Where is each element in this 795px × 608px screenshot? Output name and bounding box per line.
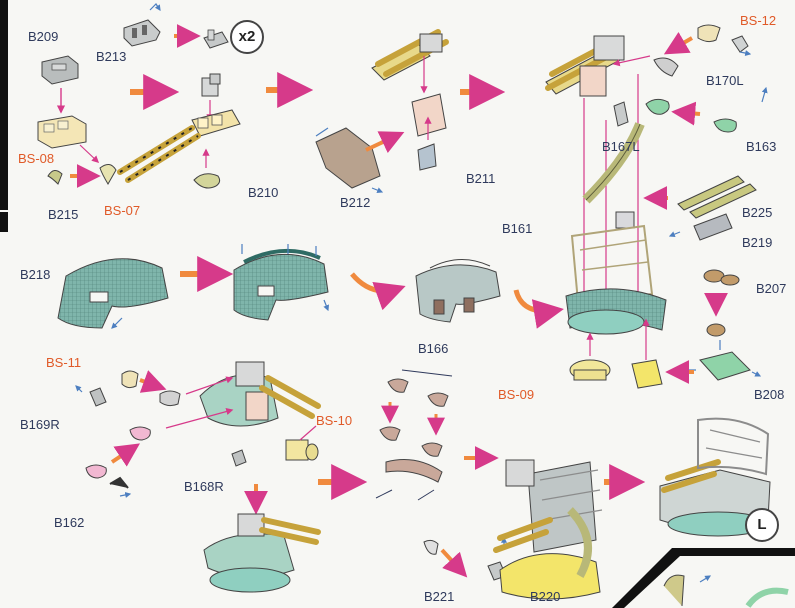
part-b209 bbox=[41, 55, 79, 85]
label-b207: B207 bbox=[756, 281, 787, 296]
label-b209: B209 bbox=[28, 29, 59, 44]
part-b167l bbox=[613, 101, 629, 127]
label-b168r: B168R bbox=[184, 479, 224, 494]
label-bs11: BS-11 bbox=[46, 355, 82, 370]
part-bs11 bbox=[121, 370, 139, 389]
part-b225 bbox=[677, 175, 757, 219]
part-b225-curved bbox=[582, 122, 645, 204]
label-b212: B212 bbox=[340, 195, 371, 210]
step-arrow bbox=[139, 370, 167, 393]
part-b166-platform bbox=[415, 258, 501, 323]
label-b213: B213 bbox=[96, 49, 127, 64]
label-bs08: BS-08 bbox=[18, 151, 55, 166]
label-b225: B225 bbox=[742, 205, 773, 220]
label-b167l: B167L bbox=[602, 139, 640, 154]
part-b162 bbox=[85, 426, 151, 498]
edge-bar-mid bbox=[0, 212, 8, 232]
label-b218: B218 bbox=[20, 267, 51, 282]
main-assembly-bottom bbox=[493, 459, 603, 600]
part-bs08-clip bbox=[99, 164, 117, 185]
part-b161-railing bbox=[565, 224, 667, 335]
part-brackets bbox=[375, 369, 453, 501]
part-b210 bbox=[193, 148, 221, 189]
part-bs09 bbox=[569, 332, 611, 381]
step-arrow bbox=[110, 443, 140, 467]
part-bs12-assembled bbox=[653, 57, 679, 77]
part-b213-assembled bbox=[203, 29, 229, 49]
step-arrow bbox=[671, 101, 701, 126]
part-base-block bbox=[631, 359, 663, 389]
gun-cradle-assembly bbox=[371, 29, 449, 171]
label-bs07: BS-07 bbox=[104, 203, 141, 218]
next-step-corner bbox=[612, 548, 795, 608]
completed-gun-mount bbox=[659, 417, 771, 537]
gun-assembly-bottom bbox=[203, 513, 321, 593]
part-b168r bbox=[231, 449, 247, 467]
label-b219: B219 bbox=[742, 235, 773, 250]
step-arrow bbox=[663, 31, 694, 55]
edge-bar-top bbox=[0, 0, 8, 210]
label-b210: B210 bbox=[248, 185, 279, 200]
label-b161: B161 bbox=[502, 221, 533, 236]
step-arrow bbox=[440, 548, 468, 578]
label-b215: B215 bbox=[48, 207, 79, 222]
step-arrow bbox=[365, 131, 405, 154]
label-b208: B208 bbox=[754, 387, 785, 402]
rotate-arrow bbox=[350, 272, 406, 311]
label-bs09: BS-09 bbox=[498, 387, 535, 402]
quantity-badge: x2 bbox=[230, 20, 264, 54]
guide-line bbox=[612, 55, 651, 67]
part-bs11-assembled bbox=[159, 390, 181, 407]
label-b220: B220 bbox=[530, 589, 561, 604]
part-b207 bbox=[703, 269, 740, 286]
label-b170l: B170L bbox=[706, 73, 744, 88]
part-b219 bbox=[668, 213, 733, 241]
part-b208 bbox=[688, 340, 760, 380]
step-letter-badge: L bbox=[745, 508, 779, 542]
label-b166: B166 bbox=[418, 341, 449, 356]
gun-assembly-stage1 bbox=[117, 73, 241, 183]
part-bs12 bbox=[697, 24, 721, 43]
label-b163: B163 bbox=[746, 139, 777, 154]
part-b218-platform bbox=[57, 258, 169, 329]
part-b221 bbox=[423, 539, 439, 555]
rotate-arrow bbox=[513, 289, 564, 329]
part-b215 bbox=[47, 170, 63, 185]
label-b169r: B169R bbox=[20, 417, 60, 432]
label-b162: B162 bbox=[54, 515, 85, 530]
label-bs12: BS-12 bbox=[740, 13, 777, 28]
part-b163 bbox=[645, 86, 768, 133]
part-b169r bbox=[75, 385, 107, 407]
label-b221: B221 bbox=[424, 589, 455, 604]
platform-stage2 bbox=[233, 244, 328, 321]
part-b207-placed bbox=[706, 323, 726, 337]
part-bs08 bbox=[37, 115, 87, 149]
label-bs10: BS-10 bbox=[316, 413, 353, 428]
label-b211: B211 bbox=[466, 171, 496, 186]
part-b213 bbox=[123, 3, 161, 47]
guide-line bbox=[79, 144, 100, 163]
main-gun-mount-top bbox=[545, 35, 625, 97]
part-b170l bbox=[731, 35, 752, 57]
part-b212 bbox=[315, 127, 382, 192]
part-bs10 bbox=[285, 425, 319, 461]
gun-assembly-lower-left bbox=[165, 361, 321, 429]
part-small-block bbox=[615, 211, 635, 229]
